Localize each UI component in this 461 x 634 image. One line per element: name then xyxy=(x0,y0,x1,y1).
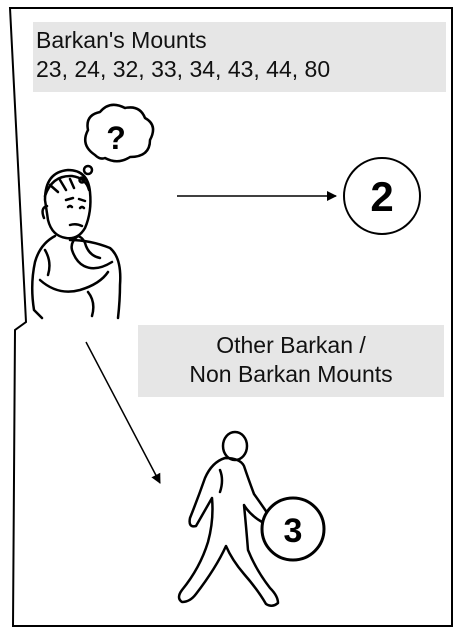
other-mounts-line-2: Non Barkan Mounts xyxy=(138,360,444,389)
barkan-mounts-label: Barkan's Mounts 23, 24, 32, 33, 34, 43, … xyxy=(33,22,446,92)
barkan-mounts-models: 23, 24, 32, 33, 34, 43, 44, 80 xyxy=(36,55,446,84)
step-2-number: 2 xyxy=(370,173,393,220)
barkan-mounts-title: Barkan's Mounts xyxy=(36,26,446,55)
other-mounts-label: Other Barkan / Non Barkan Mounts xyxy=(138,325,444,397)
other-mounts-line-1: Other Barkan / xyxy=(138,331,444,360)
thinking-person-icon xyxy=(32,105,153,318)
question-mark: ? xyxy=(106,120,126,156)
panel-border xyxy=(10,8,452,626)
step-3-number: 3 xyxy=(284,512,303,550)
